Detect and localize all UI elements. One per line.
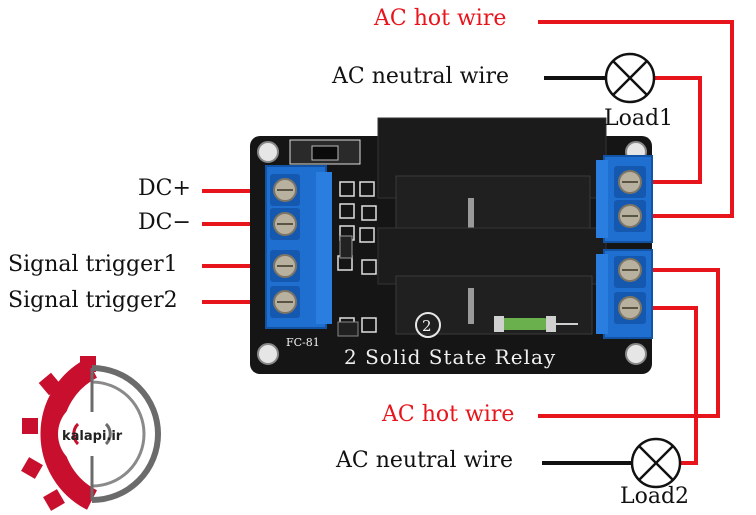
wire-load2-out <box>650 306 698 465</box>
relay-2 <box>377 227 607 335</box>
label-load2: Load2 <box>620 484 690 509</box>
label-ac-neutral-top: AC neutral wire <box>332 64 509 89</box>
wire-ac-hot-top <box>538 20 734 218</box>
board-model: FC-81 <box>286 336 320 349</box>
wires <box>202 20 734 465</box>
left-terminal-block <box>265 165 332 329</box>
mount-hole-br <box>625 343 647 365</box>
wire-ac-hot-bottom <box>538 268 720 418</box>
label-ac-hot-top: AC hot wire <box>374 6 507 31</box>
right-terminal-block-top <box>596 155 653 243</box>
load2-icon <box>630 437 682 489</box>
kalapi-logo: kalapi.ir <box>21 356 161 511</box>
board-circle-number: 2 <box>422 317 432 335</box>
right-terminal-block-bottom <box>596 249 653 339</box>
logo-text: kalapi.ir <box>62 429 123 444</box>
mount-hole-bl <box>257 343 279 365</box>
load1-icon <box>604 52 656 104</box>
label-load1: Load1 <box>604 106 674 131</box>
label-dc-minus: DC− <box>138 210 191 235</box>
relay-board <box>250 117 652 374</box>
board-title: 2 Solid State Relay <box>344 345 556 369</box>
label-dc-plus: DC+ <box>138 176 191 201</box>
label-ac-neutral-bottom: AC neutral wire <box>336 448 513 473</box>
wire-load1-out <box>650 76 702 184</box>
led-component <box>494 316 578 332</box>
mount-hole-tl <box>257 141 279 163</box>
circle-number-outline <box>415 312 441 338</box>
label-signal1: Signal trigger1 <box>8 252 178 277</box>
label-signal2: Signal trigger2 <box>8 288 178 313</box>
label-ac-hot-bottom: AC hot wire <box>382 402 515 427</box>
relay-1 <box>377 117 607 233</box>
